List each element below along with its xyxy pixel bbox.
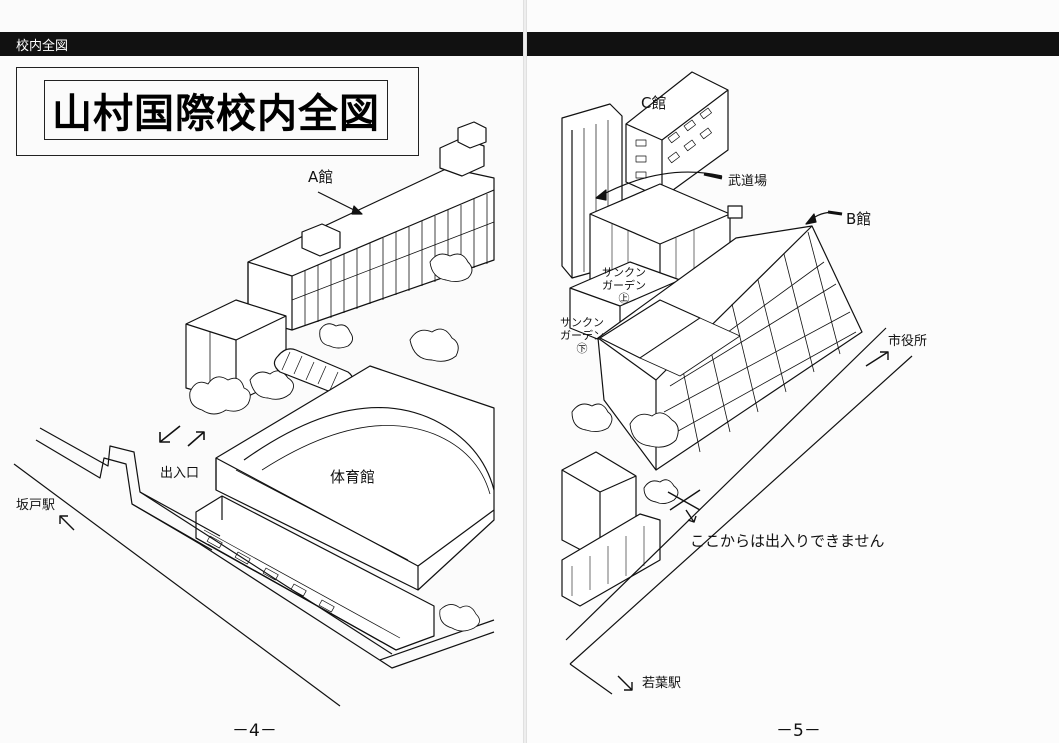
label-wakaba-station: 若葉駅 (642, 676, 682, 691)
road-wall-left (13, 427, 495, 707)
label-building-c: C館 (641, 94, 667, 112)
label-no-entry: ここからは出入りできません (690, 532, 885, 550)
budojo-arrow (595, 171, 723, 201)
building-b-drawing (597, 205, 863, 471)
section-title: 校内全図 (16, 39, 69, 54)
trees-right (571, 403, 679, 505)
label-sakado-station: 坂戸駅 (16, 498, 56, 513)
section-header-band: 校内全図 (0, 32, 523, 56)
title-frame: 山村国際校内全図 (16, 67, 419, 156)
label-building-a: A館 (308, 168, 334, 186)
road-right (565, 327, 913, 695)
label-gym: 体育館 (330, 468, 376, 486)
label-city-hall: 市役所 (888, 334, 928, 349)
label-entrance: 出入口 (160, 466, 200, 481)
label-sunken-garden-upper: サンクン ガーデン ㊤ (602, 266, 646, 305)
city-hall-arrow (865, 351, 889, 367)
page-number-left: －4－ (232, 721, 277, 741)
label-building-b: B館 (846, 210, 872, 228)
title-inner-frame: 山村国際校内全図 (44, 80, 388, 140)
gym-drawing (195, 365, 495, 661)
entrance-arrows (159, 425, 205, 447)
page-gutter (523, 0, 527, 743)
section-header-band-right (527, 32, 1059, 56)
trees-left (189, 253, 473, 415)
sakado-arrow (59, 515, 75, 531)
lower-building-right (561, 451, 661, 607)
label-budojo: 武道場 (728, 174, 768, 189)
wakaba-arrow (617, 675, 633, 691)
building-b-arrow (805, 210, 843, 225)
page-number-right: －5－ (776, 721, 821, 741)
label-sunken-garden-lower: サンクン ガーデン ㊦ (560, 316, 604, 355)
no-entry-mark (667, 489, 701, 523)
map-title: 山村国際校内全図 (52, 91, 380, 137)
